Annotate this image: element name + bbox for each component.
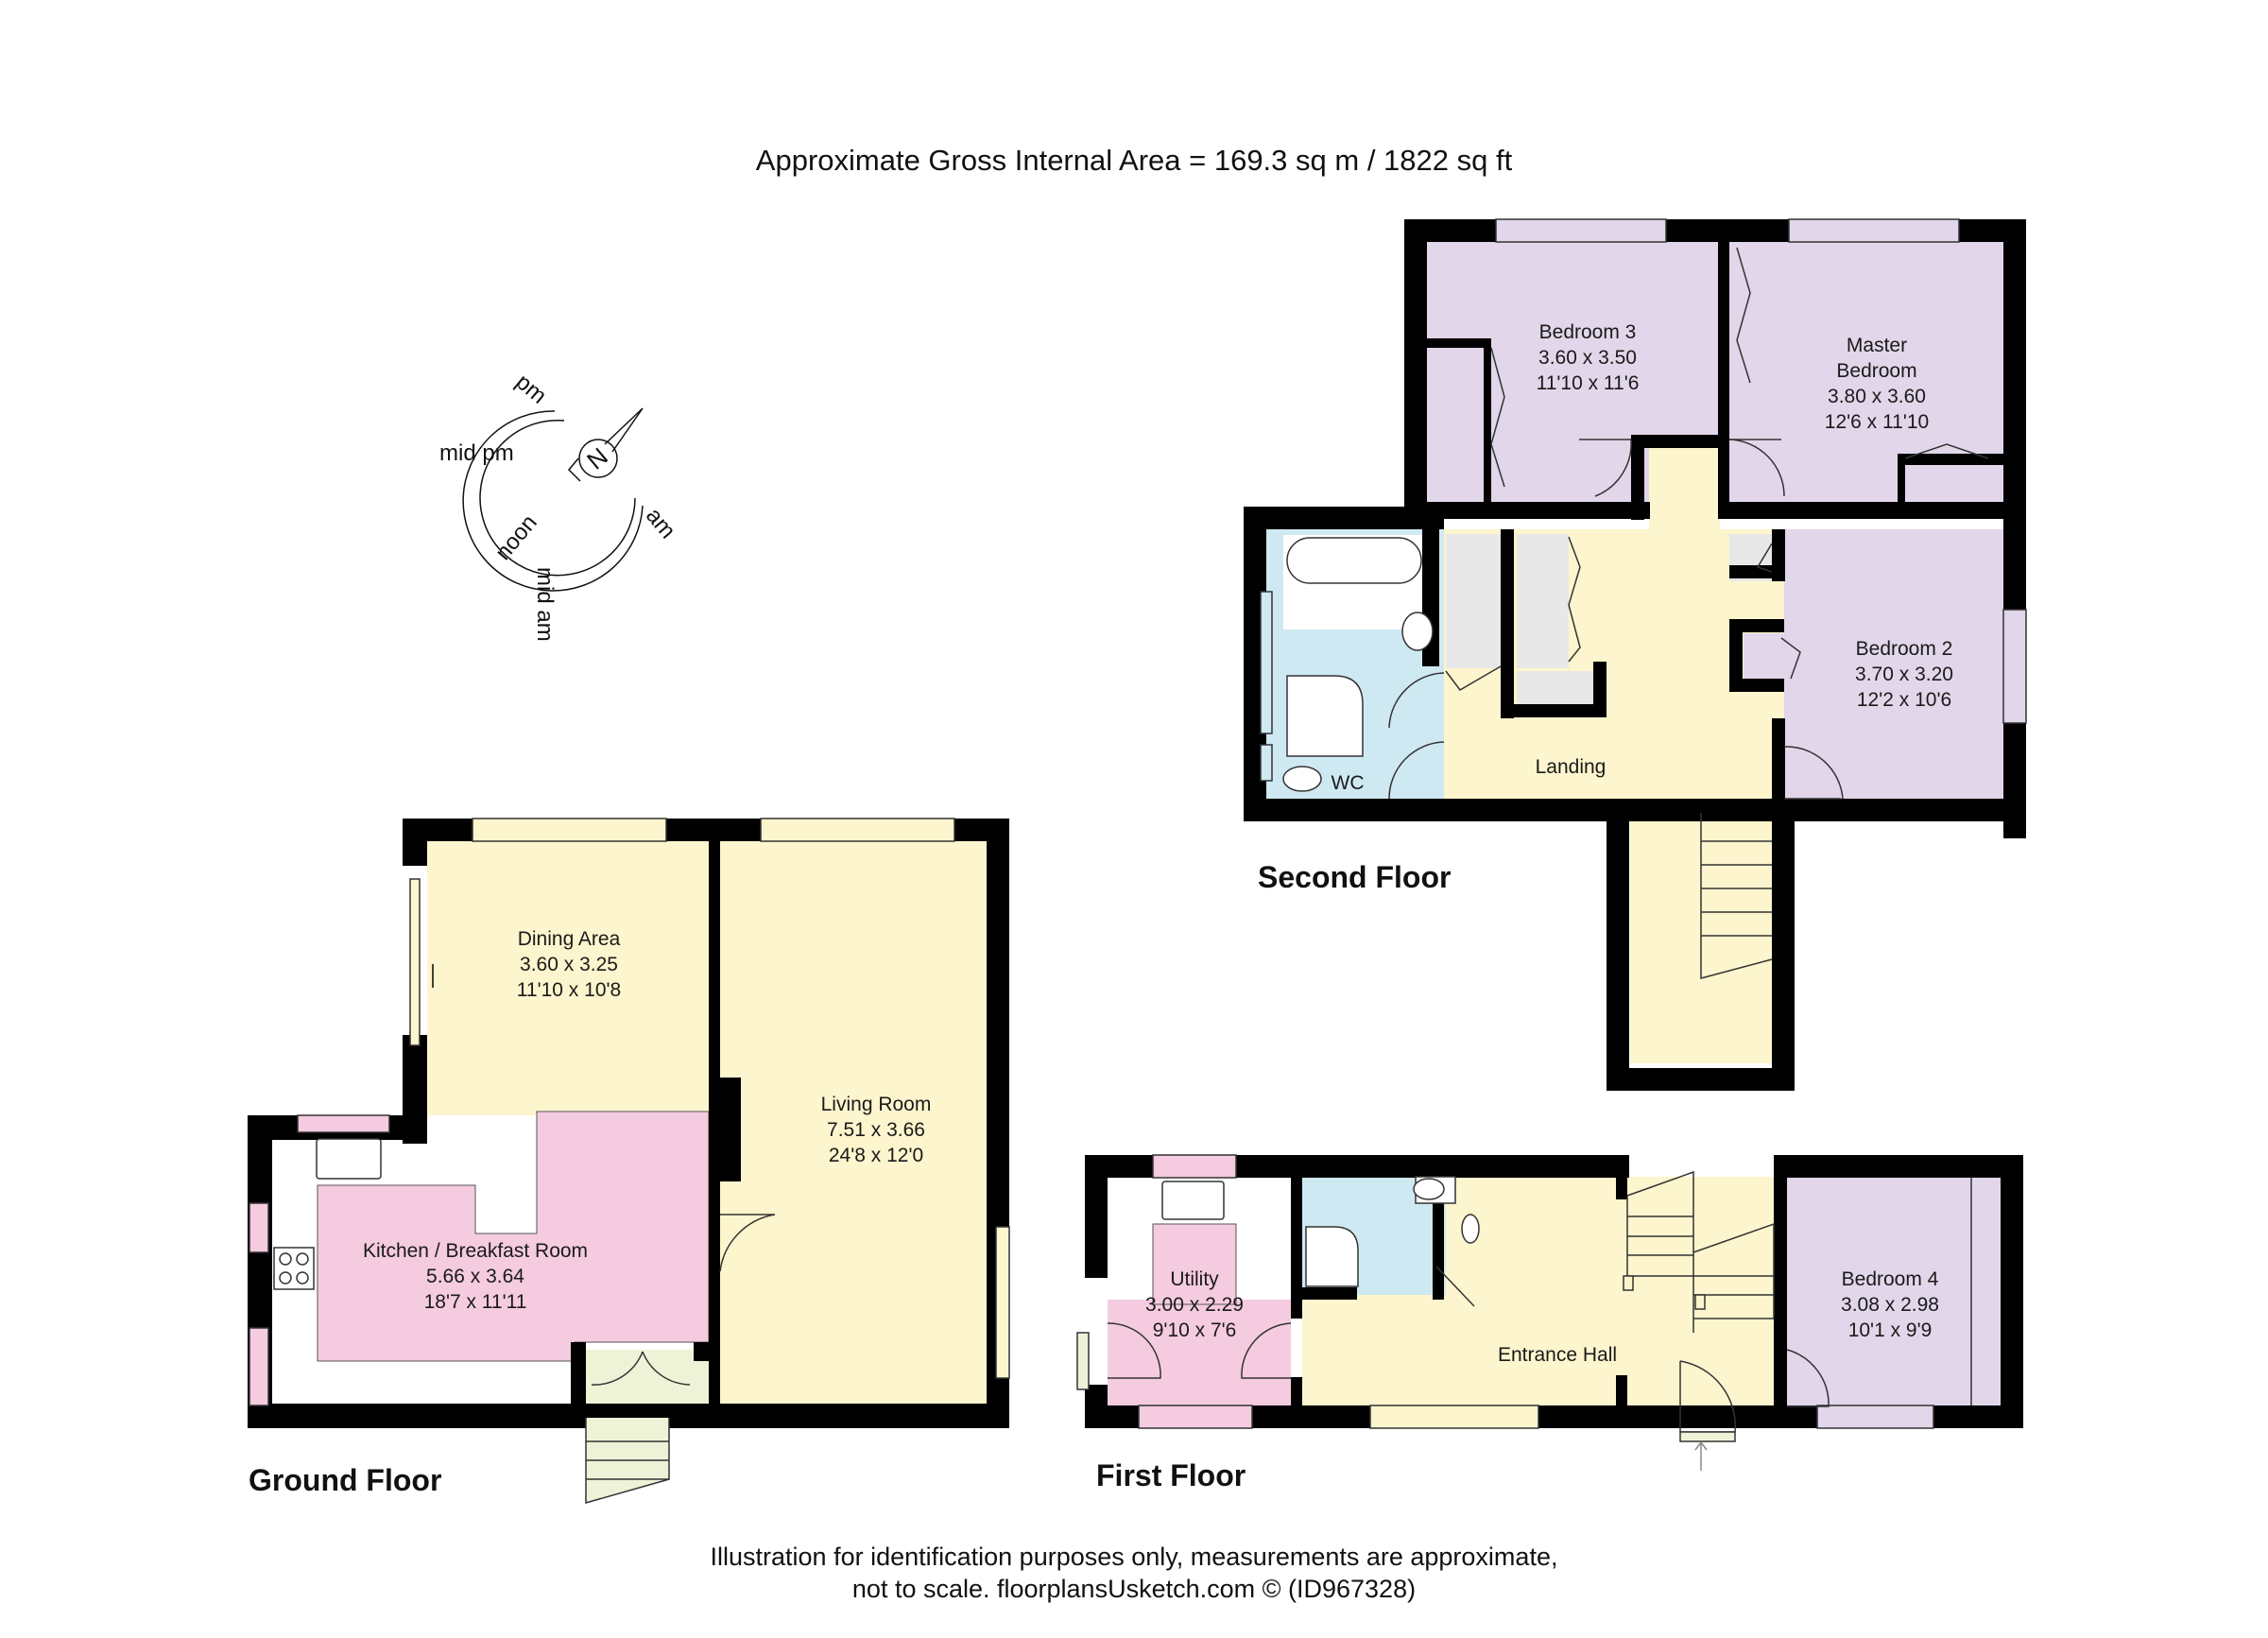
washbasin-icon <box>1401 612 1434 651</box>
hall-windows <box>1369 1405 1539 1429</box>
room-imperial: 18'7 x 11'11 <box>423 1291 527 1313</box>
first-floor-plan <box>1076 1154 2023 1471</box>
room-imperial: 24'8 x 12'0 <box>828 1145 924 1166</box>
second-floor-fittings <box>1282 247 1989 979</box>
room-kitchen: Kitchen / Breakfast Room 5.66 x 3.64 18'… <box>363 1238 588 1315</box>
room-imperial: 12'2 x 10'6 <box>1856 689 1952 711</box>
room-metric: 3.00 x 2.29 <box>1145 1294 1244 1316</box>
room-imperial: 11'10 x 11'6 <box>1536 372 1640 394</box>
ground-floor-title: Ground Floor <box>249 1463 442 1497</box>
room-name: Bedroom 4 <box>1841 1268 1939 1290</box>
first-floor-fittings <box>1076 1170 1972 1471</box>
room-bedroom-2: Bedroom 2 3.70 x 3.20 12'2 x 10'6 <box>1855 636 1953 713</box>
landing-neck-fill <box>1649 444 1720 534</box>
ground-floor-plan <box>248 818 1010 1504</box>
room-imperial: 9'10 x 7'6 <box>1152 1319 1237 1341</box>
compass-rose <box>462 407 644 592</box>
room-bedroom-3: Bedroom 3 3.60 x 3.50 11'10 x 11'6 <box>1537 319 1640 396</box>
disclaimer: Illustration for identification purposes… <box>0 1541 2268 1605</box>
room-metric: 3.80 x 3.60 <box>1828 386 1926 407</box>
bedroom-4-window <box>1816 1405 1934 1429</box>
sink-icon <box>316 1138 382 1180</box>
room-metric: 3.60 x 3.25 <box>520 954 618 975</box>
shower-tray-icon <box>1286 675 1364 757</box>
bathroom-windows <box>1260 591 1273 782</box>
ground-floor-windows <box>409 818 1010 1379</box>
washbasin-icon <box>1413 1178 1445 1200</box>
room-metric: 5.66 x 3.64 <box>426 1266 524 1287</box>
room-name: Dining Area <box>517 928 621 950</box>
room-name: Bedroom 3 <box>1538 321 1637 343</box>
room-master-bedroom: Master Bedroom 3.80 x 3.60 12'6 x 11'10 <box>1825 333 1929 435</box>
room-bedroom-4: Bedroom 4 3.08 x 2.98 10'1 x 9'9 <box>1841 1267 1939 1343</box>
cupboard-1 <box>1446 534 1501 668</box>
utility-windows <box>1138 1154 1253 1429</box>
room-metric: 3.60 x 3.50 <box>1538 347 1637 369</box>
hob-icon <box>273 1247 315 1290</box>
room-name-2: Bedroom <box>1836 360 1917 382</box>
disclaimer-line-1: Illustration for identification purposes… <box>710 1543 1558 1571</box>
utility-strip <box>1152 1223 1237 1305</box>
room-dining-area: Dining Area 3.60 x 3.25 11'10 x 10'8 <box>517 926 621 1003</box>
bedroom-4-fill <box>1779 1177 2023 1405</box>
gross-internal-area: Approximate Gross Internal Area = 169.3 … <box>755 144 1513 177</box>
second-floor-title: Second Floor <box>1258 860 1452 894</box>
disclaimer-line-2: not to scale. floorplansUsketch.com © (I… <box>851 1575 1417 1603</box>
room-name: Master <box>1846 335 1908 356</box>
room-utility: Utility 3.00 x 2.29 9'10 x 7'6 <box>1145 1267 1244 1343</box>
bedroom-2-cupboard <box>1744 633 1784 685</box>
room-landing: Landing <box>1535 756 1606 778</box>
compass-mid-pm-label: mid pm <box>439 440 514 466</box>
kitchen-windows <box>249 1114 390 1406</box>
second-floor-plan <box>1244 218 2027 1091</box>
utility-fill <box>1108 1300 1291 1405</box>
room-entrance-hall: Entrance Hall <box>1497 1344 1618 1366</box>
toilet-icon <box>1461 1214 1480 1244</box>
room-imperial: 12'6 x 11'10 <box>1824 411 1930 433</box>
room-imperial: 11'10 x 10'8 <box>516 979 622 1001</box>
bathtub-icon <box>1286 537 1422 584</box>
room-metric: 7.51 x 3.66 <box>827 1119 925 1141</box>
room-name: Utility <box>1170 1268 1219 1290</box>
room-name: Living Room <box>820 1094 932 1115</box>
second-floor-windows <box>1495 218 2027 724</box>
living-fill <box>720 841 996 1418</box>
room-metric: 3.08 x 2.98 <box>1841 1294 1939 1316</box>
room-living-room: Living Room 7.51 x 3.66 24'8 x 12'0 <box>821 1092 932 1168</box>
room-imperial: 10'1 x 9'9 <box>1847 1319 1933 1341</box>
ground-floor-fittings <box>273 964 776 1504</box>
room-name: Kitchen / Breakfast Room <box>362 1240 589 1262</box>
shower-tray-icon <box>1305 1226 1359 1287</box>
first-floor-title: First Floor <box>1096 1458 1246 1492</box>
compass-mid-am-label: mid am <box>532 567 558 642</box>
utility-sink-icon <box>1161 1181 1225 1220</box>
bedroom-2-fill <box>1784 529 2022 799</box>
room-name: Bedroom 2 <box>1855 638 1953 660</box>
room-wc: WC <box>1331 772 1365 794</box>
cupboard-2 <box>1517 534 1569 668</box>
toilet-icon <box>1282 766 1322 792</box>
room-metric: 3.70 x 3.20 <box>1855 664 1953 685</box>
dining-fill <box>427 841 709 1115</box>
